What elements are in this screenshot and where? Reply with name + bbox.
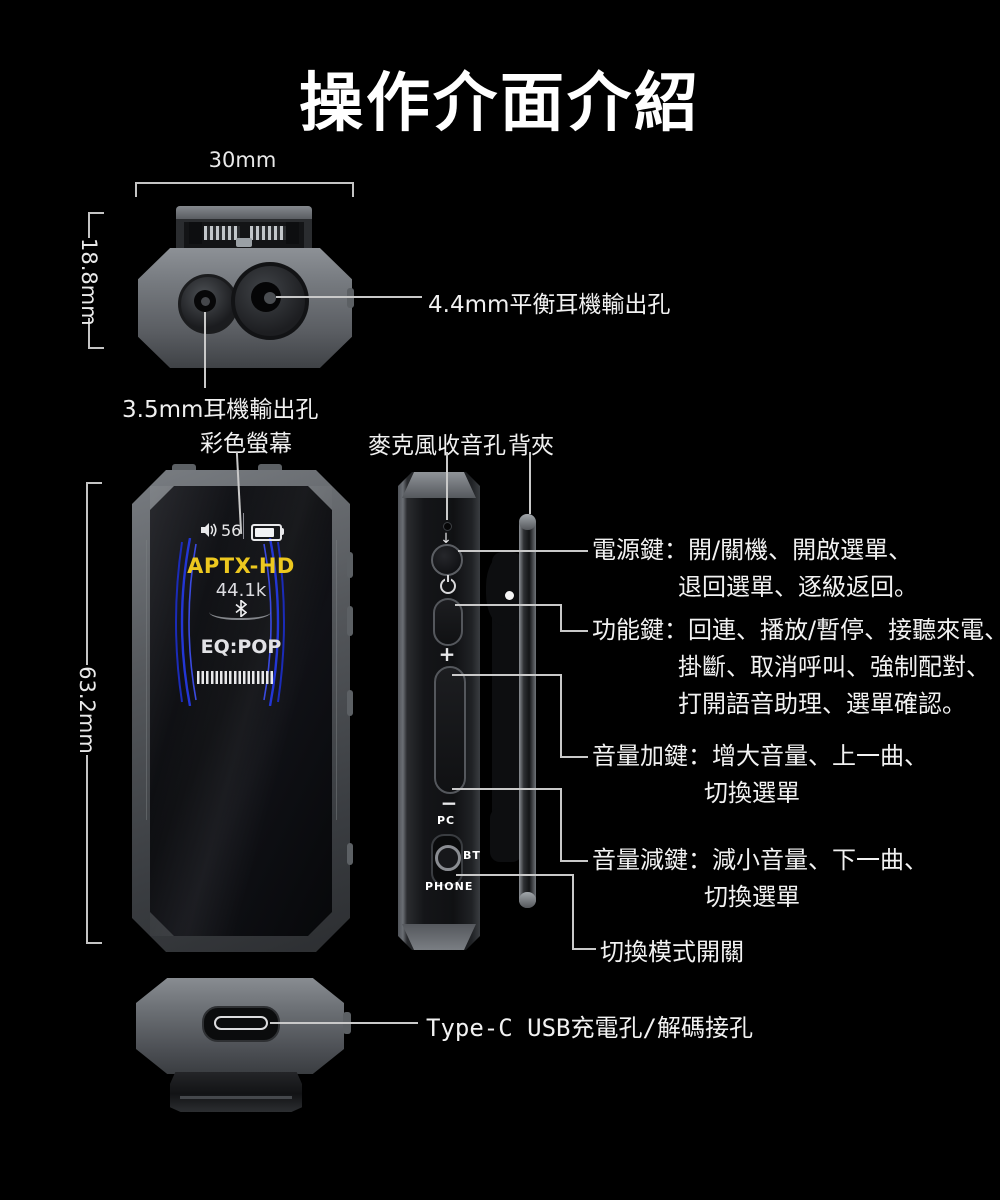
mic-line (446, 452, 448, 520)
jack-3-5mm-label: 3.5mm耳機輸出孔 (122, 397, 319, 423)
connector-teeth-right (250, 226, 286, 240)
top-view-side-nub (347, 288, 354, 308)
volup-callout-line2: 切換選單 (704, 779, 800, 807)
down-arrow-icon: ↓ (440, 531, 452, 547)
jack-3-5mm-line (204, 312, 206, 388)
bottom-view-clip (170, 1072, 302, 1112)
dimension-height-label: 18.8mm (77, 238, 101, 326)
page-title: 操作介面介紹 (299, 67, 701, 141)
clip-mount-bevel (176, 206, 312, 219)
side-device-bottom-cap (402, 924, 476, 950)
jack-4-4mm-line (276, 296, 422, 298)
clip-bar-bottom-cap (519, 892, 536, 908)
bluetooth-icon (235, 600, 247, 617)
dimension-front-label: 63.2mm (75, 665, 99, 755)
power-callout-line2: 退回選單、逐級返回。 (678, 573, 918, 601)
volup-callout: 音量加鍵：增大音量、上一曲、 切換選單 (592, 738, 928, 812)
screen-eq-value: EQ:POP (200, 636, 282, 658)
screen-volume-bars (197, 671, 274, 684)
jack-4-4mm-pin (264, 292, 276, 304)
screen-label: 彩色螢幕 (200, 431, 292, 457)
power-callout-line (458, 550, 588, 552)
frame-accent-right (336, 540, 337, 820)
screen-volume-value: 56 (221, 521, 242, 540)
voldown-callout-line1: 音量減鍵：減小音量、下一曲、 (592, 846, 928, 874)
function-callout-line-h1 (455, 604, 562, 606)
jack-3-5mm-pin (201, 297, 210, 306)
side-device-top-cap (402, 472, 476, 498)
front-top-nub-left (172, 464, 196, 473)
mode-callout-line-v (572, 874, 574, 950)
function-callout-line-h2 (560, 630, 588, 632)
dimension-width-bracket (135, 182, 354, 197)
power-callout: 電源鍵：開/關機、開啟選單、 退回選單、逐級返回。 (592, 532, 918, 606)
volup-callout-line-h1 (452, 674, 562, 676)
connector-tab (236, 238, 252, 247)
function-callout: 功能鍵：回連、播放/暫停、接聽來電、 掛斷、取消呼叫、強制配對、 打開語音助理、… (592, 612, 1000, 723)
speaker-icon (201, 523, 217, 537)
mode-switch-knob (435, 845, 461, 871)
power-callout-line1: 電源鍵：開/關機、開啟選單、 (592, 536, 913, 564)
mic-label: 麥克風收音孔 (368, 433, 506, 459)
function-callout-line-v (560, 604, 562, 632)
voldown-callout-line-h1 (452, 788, 562, 790)
clip-label: 背夾 (508, 433, 554, 459)
volume-minus-glyph: − (440, 791, 458, 815)
voldown-callout-line2: 切換選單 (704, 883, 800, 911)
voldown-callout: 音量減鍵：減小音量、下一曲、 切換選單 (592, 842, 928, 916)
front-top-nub-right (258, 464, 282, 473)
battery-icon (251, 524, 282, 541)
typec-callout-line (270, 1022, 418, 1024)
jack-3-5mm (178, 274, 238, 334)
mode-pc-label: PC (437, 814, 456, 827)
jack-4-4mm-label: 4.4mm平衡耳機輸出孔 (428, 292, 671, 318)
clip-mount-block-left (189, 222, 202, 244)
power-button (431, 544, 463, 576)
volup-callout-line-h2 (560, 756, 588, 758)
clip-pivot-dot (505, 591, 514, 600)
mode-phone-label: PHONE (425, 880, 474, 893)
function-callout-line2: 掛斷、取消呼叫、強制配對、 (678, 653, 990, 681)
usb-c-port-inner (214, 1016, 268, 1030)
mode-switch-callout: 切換模式開關 (600, 938, 744, 966)
volup-callout-line1: 音量加鍵：增大音量、上一曲、 (592, 742, 928, 770)
clip-bar-top-cap (519, 514, 536, 530)
battery-fill (255, 528, 274, 537)
function-button (433, 598, 463, 646)
function-callout-line1: 功能鍵：回連、播放/暫停、接聽來電、 (592, 616, 1000, 644)
mode-callout-line-h1 (456, 874, 574, 876)
function-callout-line3: 打開語音助理、選單確認。 (678, 690, 966, 718)
screen-samplerate-value: 44.1k (215, 580, 267, 601)
screen-divider (243, 513, 244, 539)
voldown-callout-line-v (560, 788, 562, 862)
clip-mount-block-right (286, 222, 299, 244)
dimension-width-label: 30mm (208, 148, 277, 172)
top-view-clip-mount (176, 206, 312, 254)
wave-decoration-left (175, 538, 197, 706)
front-side-button-1 (347, 552, 353, 578)
power-icon-bar (447, 575, 449, 582)
jack-4-4mm (231, 262, 309, 340)
frame-accent-left (146, 540, 147, 820)
bt-chevron (209, 602, 271, 620)
mode-bt-label: BT (463, 849, 481, 862)
volume-plus-glyph: + (438, 642, 456, 666)
screen-codec-value: APTX-HD (187, 554, 295, 578)
clip-bar (519, 516, 536, 908)
front-side-button-3 (347, 690, 353, 716)
mode-callout-line-h2 (572, 948, 596, 950)
mic-hole (443, 522, 452, 531)
clip-arm-lower (490, 808, 522, 862)
voldown-callout-line-h2 (560, 860, 588, 862)
battery-tip (281, 528, 284, 535)
front-side-button-4 (347, 843, 353, 865)
bottom-view-clip-groove (180, 1096, 292, 1099)
volume-rocker (434, 666, 466, 794)
volup-callout-line-v (560, 674, 562, 758)
clip-line (529, 452, 531, 514)
connector-teeth-left (204, 226, 240, 240)
front-side-button-2 (347, 606, 353, 636)
typec-callout: Type-C USB充電孔/解碼接孔 (426, 1014, 753, 1042)
